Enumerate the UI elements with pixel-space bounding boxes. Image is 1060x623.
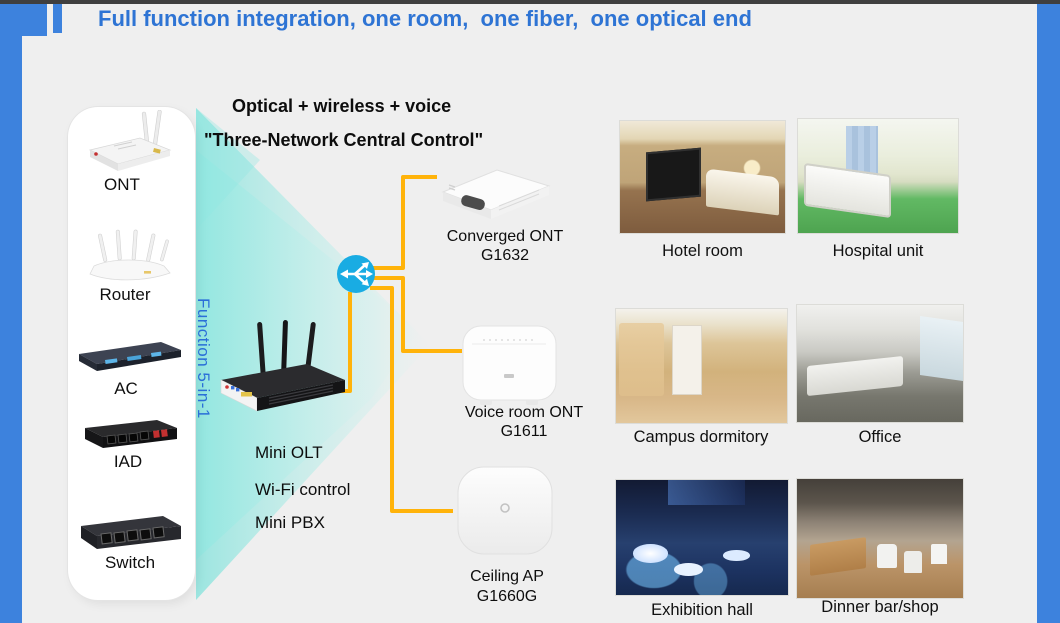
- device-label-iad: IAD: [113, 452, 143, 471]
- feature-mini-pbx: Mini PBX: [255, 513, 325, 532]
- scene-caption-campus-dormitory: Campus dormitory: [633, 428, 769, 446]
- endpoint-name-ceiling-ap: Ceiling AP: [470, 568, 544, 585]
- scene-caption-exhibition-hall: Exhibition hall: [651, 601, 753, 619]
- scene-photo-exhibition-hall: [616, 480, 788, 595]
- iad-device-image: [85, 420, 177, 448]
- ac-device-image: [79, 342, 181, 371]
- scene-caption-hospital-unit: Hospital unit: [832, 242, 924, 260]
- optical-splitter-icon: [337, 255, 375, 293]
- link-splitter-to-ceiling-ap: [370, 286, 453, 513]
- link-splitter-to-converged-ont: [372, 175, 437, 270]
- switch-device-image: [81, 516, 181, 549]
- scene-photo-campus-dormitory: [616, 309, 787, 423]
- endpoint-model-g1660g: G1660G: [476, 588, 538, 605]
- device-label-ont: ONT: [104, 175, 140, 194]
- funnel-label: Function 5-in-1: [194, 298, 213, 419]
- feature-wifi-control: Wi-Fi control: [255, 480, 351, 499]
- scene-caption-hotel-room: Hotel room: [662, 242, 743, 260]
- device-label-ac: AC: [114, 379, 138, 398]
- endpoint-model-g1632: G1632: [480, 247, 530, 264]
- slide-title: Full function integration, one room, one…: [98, 6, 752, 31]
- scene-photo-dinner-bar: [797, 479, 963, 598]
- endpoint-model-g1611: G1611: [500, 423, 548, 440]
- left-accent-bar: [0, 4, 22, 623]
- scene-caption-dinner-bar: Dinner bar/shop: [821, 598, 939, 616]
- headline-line2: "Three-Network Central Control": [204, 130, 484, 150]
- feature-mini-olt: Mini OLT: [255, 443, 323, 462]
- scene-photo-hotel-room: [620, 121, 785, 233]
- scene-photo-office: [797, 305, 963, 422]
- ceiling-ap-image: [457, 466, 553, 555]
- link-splitter-to-voice-ont: [372, 276, 462, 353]
- device-label-switch: Switch: [104, 553, 156, 572]
- ont-device-image: [88, 110, 172, 171]
- mini-olt-gateway-image: [220, 320, 345, 412]
- corner-accent-block: [0, 4, 47, 36]
- title-accent-tick: [53, 4, 62, 33]
- headline-line1: Optical + wireless + voice: [232, 96, 452, 116]
- top-border: [0, 0, 1060, 4]
- endpoint-name-voice-room-ont: Voice room ONT: [464, 404, 584, 421]
- scene-caption-office: Office: [858, 428, 902, 446]
- endpoint-name-converged-ont: Converged ONT: [446, 228, 564, 245]
- converged-ont-image: [441, 169, 551, 219]
- scene-photo-hospital-unit: [798, 119, 958, 233]
- router-device-image: [89, 229, 171, 281]
- device-label-router: Router: [99, 285, 151, 304]
- right-accent-bar: [1037, 4, 1060, 623]
- voice-room-ont-image: [462, 325, 557, 405]
